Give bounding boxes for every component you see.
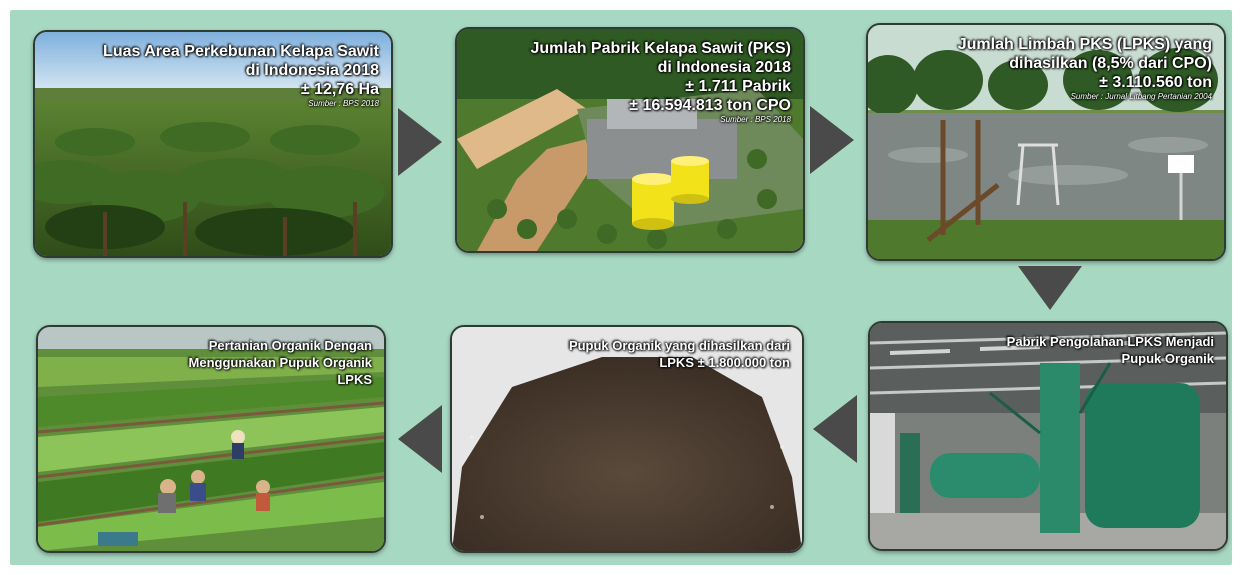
- waste-source: Sumber : Jurnal Litbang Pertanian 2004: [1070, 92, 1212, 101]
- panel-processing-factory: Pabrik Pengolahan LPKS Menjadi Pupuk Org…: [868, 321, 1228, 551]
- fertilizer-title-line1: Pupuk Organik yang dihasilkan dari: [568, 338, 790, 353]
- mill-caption: Jumlah Pabrik Kelapa Sawit (PKS) di Indo…: [467, 39, 791, 125]
- fertilizer-caption: Pupuk Organik yang dihasilkan dari LPKS …: [462, 337, 790, 371]
- factory-title-line2: Pupuk Organik: [1121, 351, 1214, 366]
- waste-caption: Jumlah Limbah PKS (LPKS) yang dihasilkan…: [878, 35, 1212, 102]
- panel-organic-farming: Pertanian Organik Dengan Menggunakan Pup…: [36, 325, 386, 553]
- plantation-source: Sumber : BPS 2018: [308, 99, 379, 108]
- arrow-right-1: [398, 108, 442, 176]
- farming-caption: Pertanian Organik Dengan Menggunakan Pup…: [48, 337, 372, 388]
- panel-palm-plantation: Luas Area Perkebunan Kelapa Sawit di Ind…: [33, 30, 393, 258]
- farming-title-line1: Pertanian Organik Dengan: [208, 338, 372, 353]
- factory-title-line1: Pabrik Pengolahan LPKS Menjadi: [1006, 334, 1214, 349]
- factory-caption: Pabrik Pengolahan LPKS Menjadi Pupuk Org…: [880, 333, 1214, 367]
- organic-fertilizer-photo: [452, 327, 802, 551]
- mill-title-line2: di Indonesia 2018: [657, 59, 791, 76]
- processing-factory-photo: [870, 323, 1226, 549]
- panel-palm-oil-mill: Jumlah Pabrik Kelapa Sawit (PKS) di Indo…: [455, 27, 805, 253]
- plantation-caption: Luas Area Perkebunan Kelapa Sawit di Ind…: [45, 42, 379, 109]
- palm-oil-mill-photo: [457, 29, 803, 251]
- panel-organic-fertilizer: Pupuk Organik yang dihasilkan dari LPKS …: [450, 325, 804, 553]
- mill-value-cpo: ± 16.594.813 ton CPO: [629, 97, 791, 114]
- plantation-title-line1: Luas Area Perkebunan Kelapa Sawit: [103, 43, 379, 60]
- arrow-down: [1018, 266, 1082, 310]
- panel-palm-oil-waste: Jumlah Limbah PKS (LPKS) yang dihasilkan…: [866, 23, 1226, 261]
- mill-title-line1: Jumlah Pabrik Kelapa Sawit (PKS): [530, 40, 791, 57]
- waste-title-line2: dihasilkan (8,5% dari CPO): [1009, 55, 1212, 72]
- farming-title-line3: LPKS: [337, 372, 372, 387]
- fertilizer-title-line2: LPKS ± 1.800.000 ton: [659, 355, 790, 370]
- plantation-title-line2: di Indonesia 2018: [245, 62, 379, 79]
- plantation-value: ± 12,76 Ha: [300, 81, 379, 98]
- organic-farming-photo: [38, 327, 384, 551]
- mill-source: Sumber : BPS 2018: [720, 115, 791, 124]
- palm-plantation-photo: [35, 32, 391, 256]
- mill-value-factories: ± 1.711 Pabrik: [685, 78, 791, 95]
- waste-title-line1: Jumlah Limbah PKS (LPKS) yang: [957, 36, 1212, 53]
- farming-title-line2: Menggunakan Pupuk Organik: [188, 355, 372, 370]
- arrow-right-2: [810, 106, 854, 174]
- waste-value: ± 3.110.560 ton: [1099, 74, 1212, 91]
- waste-pond-photo: [868, 25, 1224, 259]
- arrow-left-2: [398, 405, 442, 473]
- arrow-left-1: [813, 395, 857, 463]
